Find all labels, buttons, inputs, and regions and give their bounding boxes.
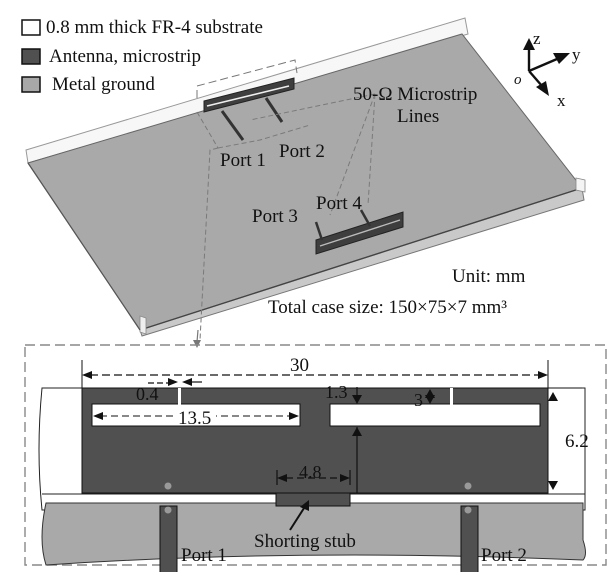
label-microstrip-lines-2: Lines bbox=[397, 106, 439, 127]
label-shorting-stub: Shorting stub bbox=[254, 531, 356, 552]
legend-swatch-substrate bbox=[21, 19, 41, 36]
antenna-top bbox=[196, 59, 298, 141]
dim-height: 6.2 bbox=[565, 431, 589, 452]
shorting-stub-arrow-icon bbox=[300, 500, 309, 511]
legend-swatch-antenna bbox=[21, 48, 41, 65]
y-axis-icon bbox=[528, 57, 558, 73]
label-port-2-3d: Port 2 bbox=[279, 141, 325, 162]
case-3d-view: 50-Ω Microstrip Lines Port 1 Port 2 Port… bbox=[25, 17, 586, 348]
detail-frame bbox=[24, 344, 607, 566]
legend-label-substrate: 0.8 mm thick FR-4 substrate bbox=[46, 17, 263, 38]
detail-view: 30 0.4 13.5 1.3 3 6.2 bbox=[24, 344, 607, 572]
x-axis-label: x bbox=[557, 91, 566, 110]
dim-slot-width: 0.4 bbox=[136, 384, 159, 404]
label-case-size: Total case size: 150×75×7 mm³ bbox=[268, 297, 507, 318]
x-axis-icon bbox=[528, 70, 543, 87]
label-port-2-detail: Port 2 bbox=[481, 545, 527, 566]
dim-slot-offset: 1.3 bbox=[325, 382, 348, 402]
leader-lines bbox=[196, 93, 376, 341]
metal-ground bbox=[41, 502, 586, 566]
dim-slot-length: 13.5 bbox=[178, 408, 211, 429]
legend-swatch-ground bbox=[21, 76, 41, 93]
feed-port-2 bbox=[460, 505, 479, 572]
label-port-4-3d: Port 4 bbox=[316, 193, 362, 214]
detail-arrow-icon bbox=[193, 340, 201, 348]
legend-label-ground: Metal ground bbox=[52, 74, 155, 95]
legend-label-antenna: Antenna, microstrip bbox=[49, 46, 201, 67]
slot-vertical-left bbox=[178, 388, 181, 405]
slot-right bbox=[329, 403, 541, 427]
label-unit: Unit: mm bbox=[452, 266, 526, 287]
microstrip-line-3 bbox=[314, 221, 324, 241]
microstrip-line-4 bbox=[359, 209, 372, 227]
z-axis-label: z bbox=[533, 29, 541, 48]
label-port-1-3d: Port 1 bbox=[220, 150, 266, 171]
label-microstrip-lines-1: 50-Ω Microstrip bbox=[353, 84, 477, 105]
dim-stub-width: 4.8 bbox=[299, 462, 322, 482]
microstrip-line-2 bbox=[264, 97, 284, 123]
coordinate-axes: z y x o bbox=[514, 29, 581, 110]
feed-port-1 bbox=[159, 505, 178, 572]
dim-total-length: 30 bbox=[290, 355, 309, 376]
legend: 0.8 mm thick FR-4 substrate Antenna, mic… bbox=[21, 17, 263, 95]
microstrip-line-1 bbox=[220, 110, 245, 141]
dim-slot-depth: 3 bbox=[414, 390, 423, 410]
label-port-1-detail: Port 1 bbox=[181, 545, 227, 566]
slot-vertical-right bbox=[450, 388, 453, 405]
antenna-bottom bbox=[314, 209, 404, 255]
label-port-3-3d: Port 3 bbox=[252, 206, 298, 227]
y-axis-label: y bbox=[572, 45, 581, 64]
shorting-stub bbox=[275, 492, 351, 507]
origin-label: o bbox=[514, 72, 522, 88]
